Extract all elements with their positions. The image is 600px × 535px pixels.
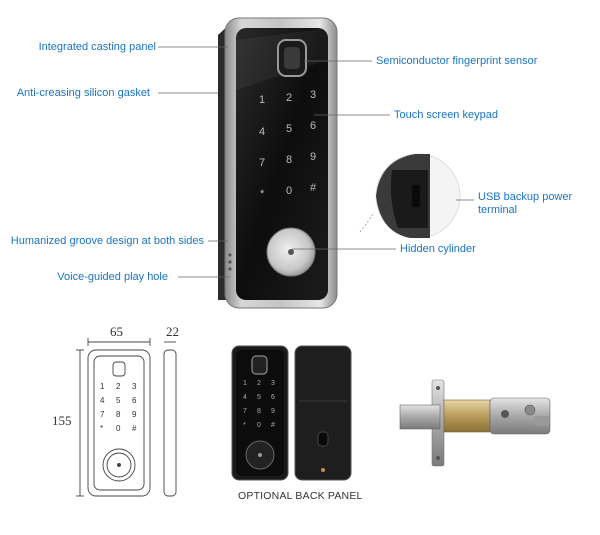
- drawing-key-5: 5: [116, 396, 121, 405]
- key-0[interactable]: 0: [286, 185, 293, 197]
- photo-key-0: 0: [257, 422, 261, 429]
- dimension-height: 155: [52, 413, 72, 428]
- key-hash[interactable]: #: [310, 182, 317, 194]
- label-integrated-casting-panel: Integrated casting panel: [38, 41, 156, 53]
- label-touch-keypad: Touch screen keypad: [394, 109, 498, 121]
- front-panel-photo: [231, 345, 289, 481]
- label-voice-guided-hole: Voice-guided play hole: [57, 271, 168, 283]
- key-7[interactable]: 7: [259, 157, 266, 169]
- drawing-key-9: 9: [132, 410, 137, 419]
- label-anti-creasing-gasket: Anti-creasing silicon gasket: [16, 87, 150, 99]
- dimension-drawing: [76, 338, 177, 497]
- drawing-key-hash: #: [132, 424, 137, 433]
- key-1[interactable]: 1: [259, 94, 266, 106]
- label-usb-terminal: USB backup power terminal: [478, 191, 573, 216]
- key-star[interactable]: *: [260, 188, 265, 200]
- photo-key-star: *: [243, 422, 246, 429]
- photo-key-9: 9: [271, 408, 275, 415]
- key-9[interactable]: 9: [310, 151, 317, 163]
- drawing-key-6: 6: [132, 396, 137, 405]
- usb-inset: [375, 153, 461, 239]
- drawing-key-0: 0: [116, 424, 121, 433]
- photo-key-1: 1: [243, 380, 247, 387]
- photo-key-hash: #: [271, 422, 275, 429]
- key-3[interactable]: 3: [310, 89, 317, 101]
- drawing-key-star: *: [100, 424, 104, 433]
- photo-key-2: 2: [257, 380, 261, 387]
- photo-key-7: 7: [243, 408, 247, 415]
- photo-key-4: 4: [243, 394, 247, 401]
- dimension-width: 65: [110, 324, 123, 339]
- label-fingerprint-sensor: Semiconductor fingerprint sensor: [376, 55, 538, 67]
- photo-key-8: 8: [257, 408, 261, 415]
- key-6[interactable]: 6: [310, 120, 317, 132]
- key-8[interactable]: 8: [286, 154, 293, 166]
- deadbolt-photo: [399, 379, 551, 467]
- drawing-key-8: 8: [116, 410, 121, 419]
- drawing-key-2: 2: [116, 382, 121, 391]
- key-2[interactable]: 2: [286, 92, 293, 104]
- photo-key-3: 3: [271, 380, 275, 387]
- label-hidden-cylinder: Hidden cylinder: [400, 243, 476, 255]
- voice-hole: [228, 253, 232, 257]
- drawing-key-4: 4: [100, 396, 105, 405]
- key-4[interactable]: 4: [259, 126, 266, 138]
- label-humanized-groove: Humanized groove design at both sides: [10, 235, 204, 247]
- dimension-depth: 22: [166, 324, 179, 339]
- back-panel-caption: OPTIONAL BACK PANEL: [238, 490, 363, 502]
- key-5[interactable]: 5: [286, 123, 293, 135]
- drawing-key-3: 3: [132, 382, 137, 391]
- drawing-key-7: 7: [100, 410, 105, 419]
- photo-key-5: 5: [257, 394, 261, 401]
- callout-lines: [158, 46, 474, 278]
- back-panel-photo: [294, 345, 352, 481]
- photo-key-6: 6: [271, 394, 275, 401]
- drawing-key-1: 1: [100, 382, 105, 391]
